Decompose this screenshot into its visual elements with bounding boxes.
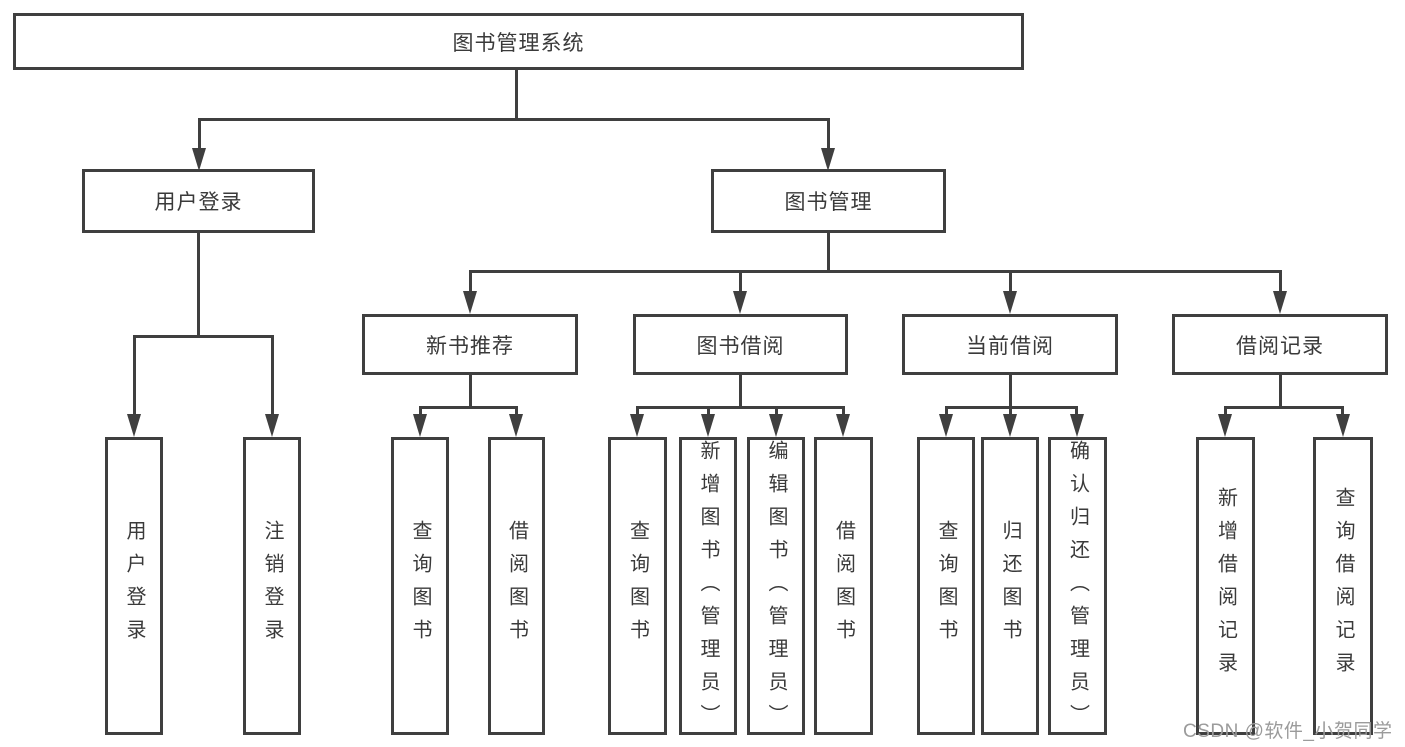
node-label: 借阅图书 — [505, 520, 528, 652]
node-label: 确认归还（管理员） — [1066, 440, 1089, 737]
connector-line — [739, 273, 742, 293]
node-label: 新增借阅记录 — [1214, 487, 1237, 685]
leaf-query-books-recommend: 查询图书 — [391, 437, 449, 735]
node-label: 图书管理 — [784, 191, 873, 214]
connector-line — [515, 409, 518, 417]
leaf-return-books: 归还图书 — [981, 437, 1039, 735]
node-label: 新增图书（管理员） — [697, 440, 719, 737]
leaf-add-borrow-record: 新增借阅记录 — [1196, 437, 1255, 735]
connector-line — [945, 409, 948, 417]
node-label: 查询图书 — [409, 520, 431, 652]
connector-line — [707, 409, 710, 417]
connector-line — [197, 233, 200, 337]
connector-line — [636, 409, 639, 417]
connector-line — [469, 273, 472, 293]
arrow-down-icon — [1070, 414, 1084, 437]
arrow-down-icon — [1003, 414, 1017, 437]
node-label: 借阅图书 — [832, 520, 855, 652]
arrow-down-icon — [939, 414, 953, 437]
node-label: 查询借阅记录 — [1332, 487, 1354, 685]
arrow-down-icon — [701, 414, 715, 437]
leaf-query-books-borrowing: 查询图书 — [608, 437, 667, 735]
node-library-management-system: 图书管理系统 — [13, 13, 1024, 70]
leaf-edit-books-admin: 编辑图书（管理员） — [747, 437, 805, 737]
connector-line — [271, 338, 274, 417]
node-new-book-recommendation: 新书推荐 — [362, 314, 578, 375]
arrow-down-icon — [463, 291, 477, 314]
connector-line — [198, 121, 201, 151]
arrow-down-icon — [733, 291, 747, 314]
arrow-down-icon — [192, 148, 206, 171]
node-book-management: 图书管理 — [711, 169, 946, 233]
leaf-query-borrow-record: 查询借阅记录 — [1313, 437, 1373, 735]
leaf-add-books-admin: 新增图书（管理员） — [679, 437, 737, 737]
connector-line — [133, 335, 274, 338]
arrow-down-icon — [630, 414, 644, 437]
node-label: 注销登录 — [261, 520, 283, 652]
node-label: 图书借阅 — [696, 334, 785, 358]
arrow-down-icon — [509, 414, 523, 437]
node-book-borrowing: 图书借阅 — [633, 314, 848, 375]
arrow-down-icon — [265, 414, 279, 437]
leaf-query-books-current: 查询图书 — [917, 437, 975, 735]
node-label: 编辑图书（管理员） — [765, 440, 787, 737]
csdn-watermark: CSDN @软件_小贺同学 — [1183, 721, 1393, 742]
connector-line — [1224, 406, 1344, 409]
node-label: 用户登录 — [154, 191, 243, 214]
node-label: 新书推荐 — [426, 334, 514, 358]
connector-line — [133, 338, 136, 417]
leaf-borrow-books-recommend: 借阅图书 — [488, 437, 545, 735]
connector-line — [827, 233, 830, 272]
connector-line — [636, 406, 845, 409]
connector-line — [1009, 409, 1012, 417]
connector-line — [739, 375, 742, 408]
connector-line — [1279, 273, 1282, 293]
connector-line — [1341, 409, 1344, 417]
connector-line — [515, 69, 518, 120]
node-label: 当前借阅 — [966, 334, 1054, 358]
connector-line — [419, 406, 518, 409]
connector-line — [1009, 273, 1012, 293]
connector-line — [1224, 409, 1227, 417]
connector-line — [775, 409, 778, 417]
connector-line — [198, 118, 830, 121]
connector-line — [1009, 375, 1012, 408]
node-label: 查询图书 — [935, 520, 957, 652]
arrow-down-icon — [1003, 291, 1017, 314]
node-label: 图书管理系统 — [452, 31, 585, 55]
connector-line — [469, 375, 472, 408]
leaf-user-login: 用户登录 — [105, 437, 163, 735]
leaf-confirm-return-admin: 确认归还（管理员） — [1048, 437, 1107, 737]
arrow-down-icon — [1218, 414, 1232, 437]
connector-line — [419, 409, 422, 417]
leaf-logout: 注销登录 — [243, 437, 301, 735]
arrow-down-icon — [821, 148, 835, 171]
node-label: 查询图书 — [626, 520, 649, 652]
node-borrowing-records: 借阅记录 — [1172, 314, 1388, 375]
connector-line — [469, 270, 1282, 273]
arrow-down-icon — [1273, 291, 1287, 314]
connector-line — [1075, 409, 1078, 417]
connector-line — [945, 406, 1078, 409]
leaf-borrow-books: 借阅图书 — [814, 437, 873, 735]
connector-line — [827, 121, 830, 151]
arrow-down-icon — [836, 414, 850, 437]
node-label: 借阅记录 — [1236, 334, 1324, 358]
node-user-login: 用户登录 — [82, 169, 315, 233]
arrow-down-icon — [127, 414, 141, 437]
node-label: 用户登录 — [123, 520, 145, 652]
arrow-down-icon — [413, 414, 427, 437]
connector-line — [842, 409, 845, 417]
arrow-down-icon — [769, 414, 783, 437]
connector-line — [1279, 375, 1282, 408]
arrow-down-icon — [1336, 414, 1350, 437]
node-current-borrowing: 当前借阅 — [902, 314, 1118, 375]
node-label: 归还图书 — [999, 520, 1021, 652]
